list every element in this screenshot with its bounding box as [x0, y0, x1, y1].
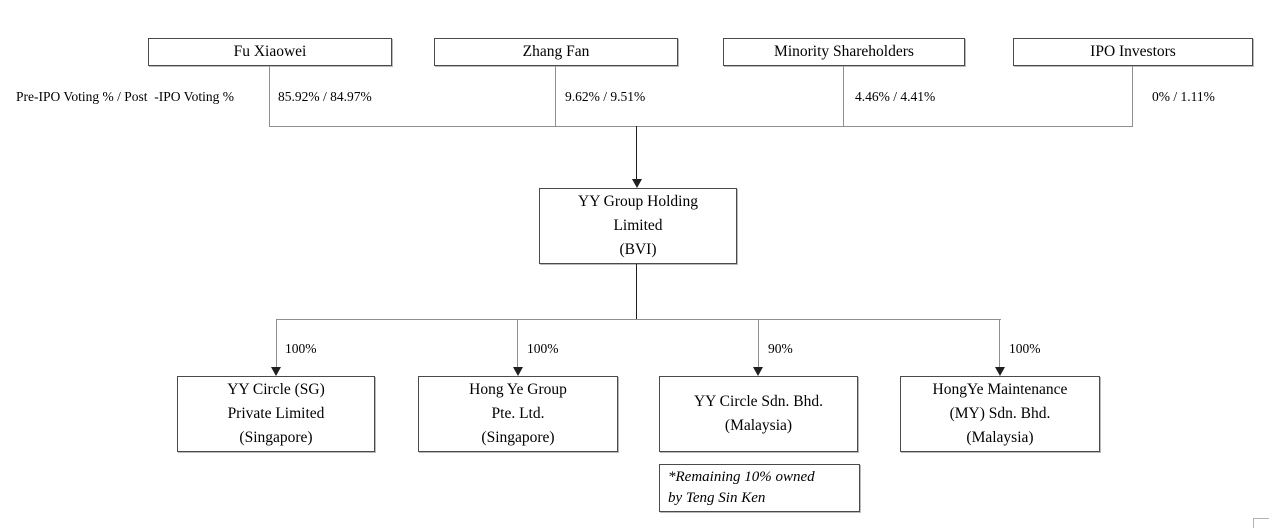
shareholder-box-fu-xiaowei: Fu Xiaowei: [148, 38, 392, 66]
connector-stub-hong-ye-group: [517, 319, 518, 368]
voting-value-ipo-investors: 0% / 1.11%: [1152, 89, 1215, 104]
shareholder-box-zhang-fan: Zhang Fan: [434, 38, 678, 66]
voting-value-zhang-fan: 9.62% / 9.51%: [565, 89, 646, 104]
voting-value-fu-xiaowei: 85.92% / 84.97%: [278, 89, 372, 104]
arrow-down-icon: [271, 367, 281, 376]
subsidiary-box-hong-ye-group: Hong Ye Group Pte. Ltd. (Singapore): [418, 376, 618, 452]
arrow-down-icon: [513, 367, 523, 376]
subsidiary-box-yy-circle-sg: YY Circle (SG) Private Limited (Singapor…: [177, 376, 375, 452]
connector-top-horizontal: [269, 126, 1133, 127]
connector-stub-hongye-maintenance: [999, 319, 1000, 368]
ownership-label-hong-ye-group: 100%: [527, 341, 559, 356]
ownership-label-yy-circle-my: 90%: [768, 341, 793, 356]
subsidiary-box-yy-circle-my: YY Circle Sdn. Bhd. (Malaysia): [659, 376, 858, 452]
connector-stub-yy-circle-sg: [276, 319, 277, 368]
shareholder-box-ipo-investors: IPO Investors: [1013, 38, 1253, 66]
arrow-down-icon: [995, 367, 1005, 376]
connector-stub-zhang-fan: [555, 66, 556, 126]
arrow-down-icon: [632, 179, 642, 188]
connector-stub-minority-shareholders: [843, 66, 844, 126]
connector-stub-ipo-investors: [1132, 66, 1133, 126]
page-corner-artifact: [1253, 518, 1269, 528]
shareholder-box-minority-shareholders: Minority Shareholders: [723, 38, 965, 66]
voting-value-minority-shareholders: 4.46% / 4.41%: [855, 89, 936, 104]
connector-bottom-horizontal: [276, 319, 1001, 320]
voting-legend-label: Pre-IPO Voting % / Post -IPO Voting %: [16, 89, 235, 104]
holding-company-box: YY Group Holding Limited (BVI): [539, 188, 737, 264]
connector-to-holding: [636, 126, 637, 180]
footnote-box: *Remaining 10% owned by Teng Sin Ken: [659, 464, 860, 512]
ownership-label-hongye-maintenance: 100%: [1009, 341, 1041, 356]
connector-stub-yy-circle-my: [758, 319, 759, 368]
connector-stub-fu-xiaowei: [269, 66, 270, 126]
connector-from-holding: [636, 264, 637, 320]
subsidiary-box-hongye-maintenance: HongYe Maintenance (MY) Sdn. Bhd. (Malay…: [900, 376, 1100, 452]
ownership-label-yy-circle-sg: 100%: [285, 341, 317, 356]
arrow-down-icon: [753, 367, 763, 376]
